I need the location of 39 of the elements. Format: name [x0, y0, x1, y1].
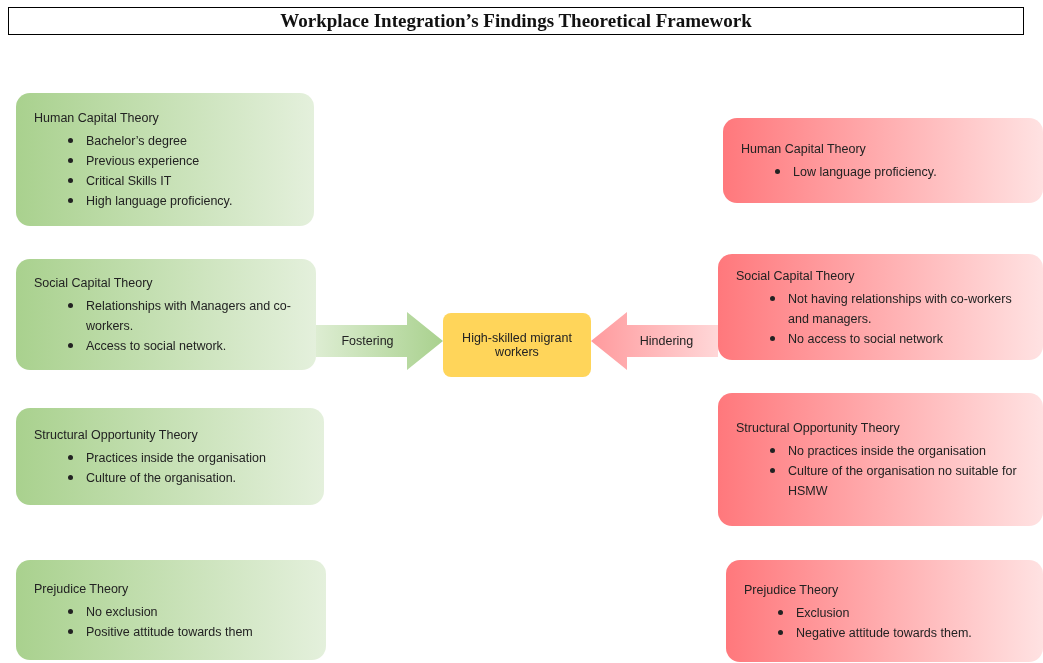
theory-card — [16, 408, 324, 505]
bullet-item: Critical Skills IT — [86, 173, 172, 190]
theory-heading: Prejudice Theory — [744, 581, 840, 599]
theory-card — [726, 560, 1043, 662]
theory-card — [16, 560, 326, 660]
edge-label: Fostering — [341, 334, 394, 348]
bullet-item: Negative attitude towards them. — [796, 624, 972, 642]
theory-heading: Structural Opportunity Theory — [736, 420, 901, 437]
edge-label: Hindering — [639, 334, 694, 348]
block-arrow — [591, 312, 718, 370]
bullet-item: Not having relationships with co-workers and managers. — [788, 290, 1013, 328]
bullet-item: High language proficiency. — [86, 193, 233, 210]
theory-card — [718, 393, 1043, 526]
theory-heading: Structural Opportunity Theory — [34, 427, 199, 444]
theory-heading: Social Capital Theory — [34, 275, 154, 292]
theory-card — [723, 118, 1043, 203]
bullet-item: Relationships with Managers and co-workers. — [86, 298, 292, 335]
bullet-item: Practices inside the organisation — [86, 450, 266, 467]
theory-card — [16, 93, 314, 226]
bullet-item: Culture of the organisation no suitable for HSMW — [788, 463, 1018, 500]
bullet-item: Access to social network. — [86, 338, 227, 355]
theory-heading: Prejudice Theory — [34, 580, 130, 598]
bullet-item: Culture of the organisation. — [86, 470, 237, 487]
bullet-item: Low language proficiency. — [793, 164, 937, 181]
theory-heading: Human Capital Theory — [34, 110, 160, 127]
bullet-item: Exclusion — [796, 604, 850, 622]
bullet-item: No exclusion — [86, 603, 158, 621]
block-arrow — [316, 312, 443, 370]
bullet-item: Bachelor’s degree — [86, 133, 187, 150]
theory-card — [718, 254, 1043, 360]
diagram-title: Workplace Integration’s Findings Theoretical Framework — [8, 7, 1024, 35]
bullet-item: No access to social network — [788, 330, 943, 348]
bullet-item: Positive attitude towards them — [86, 623, 253, 641]
theory-card — [16, 259, 316, 370]
theory-heading: Social Capital Theory — [736, 267, 856, 285]
bullet-item: No practices inside the organisation — [788, 443, 987, 460]
theory-heading: Human Capital Theory — [741, 141, 867, 158]
center-box: High-skilled migrant workers — [443, 313, 591, 377]
bullet-item: Previous experience — [86, 153, 200, 170]
